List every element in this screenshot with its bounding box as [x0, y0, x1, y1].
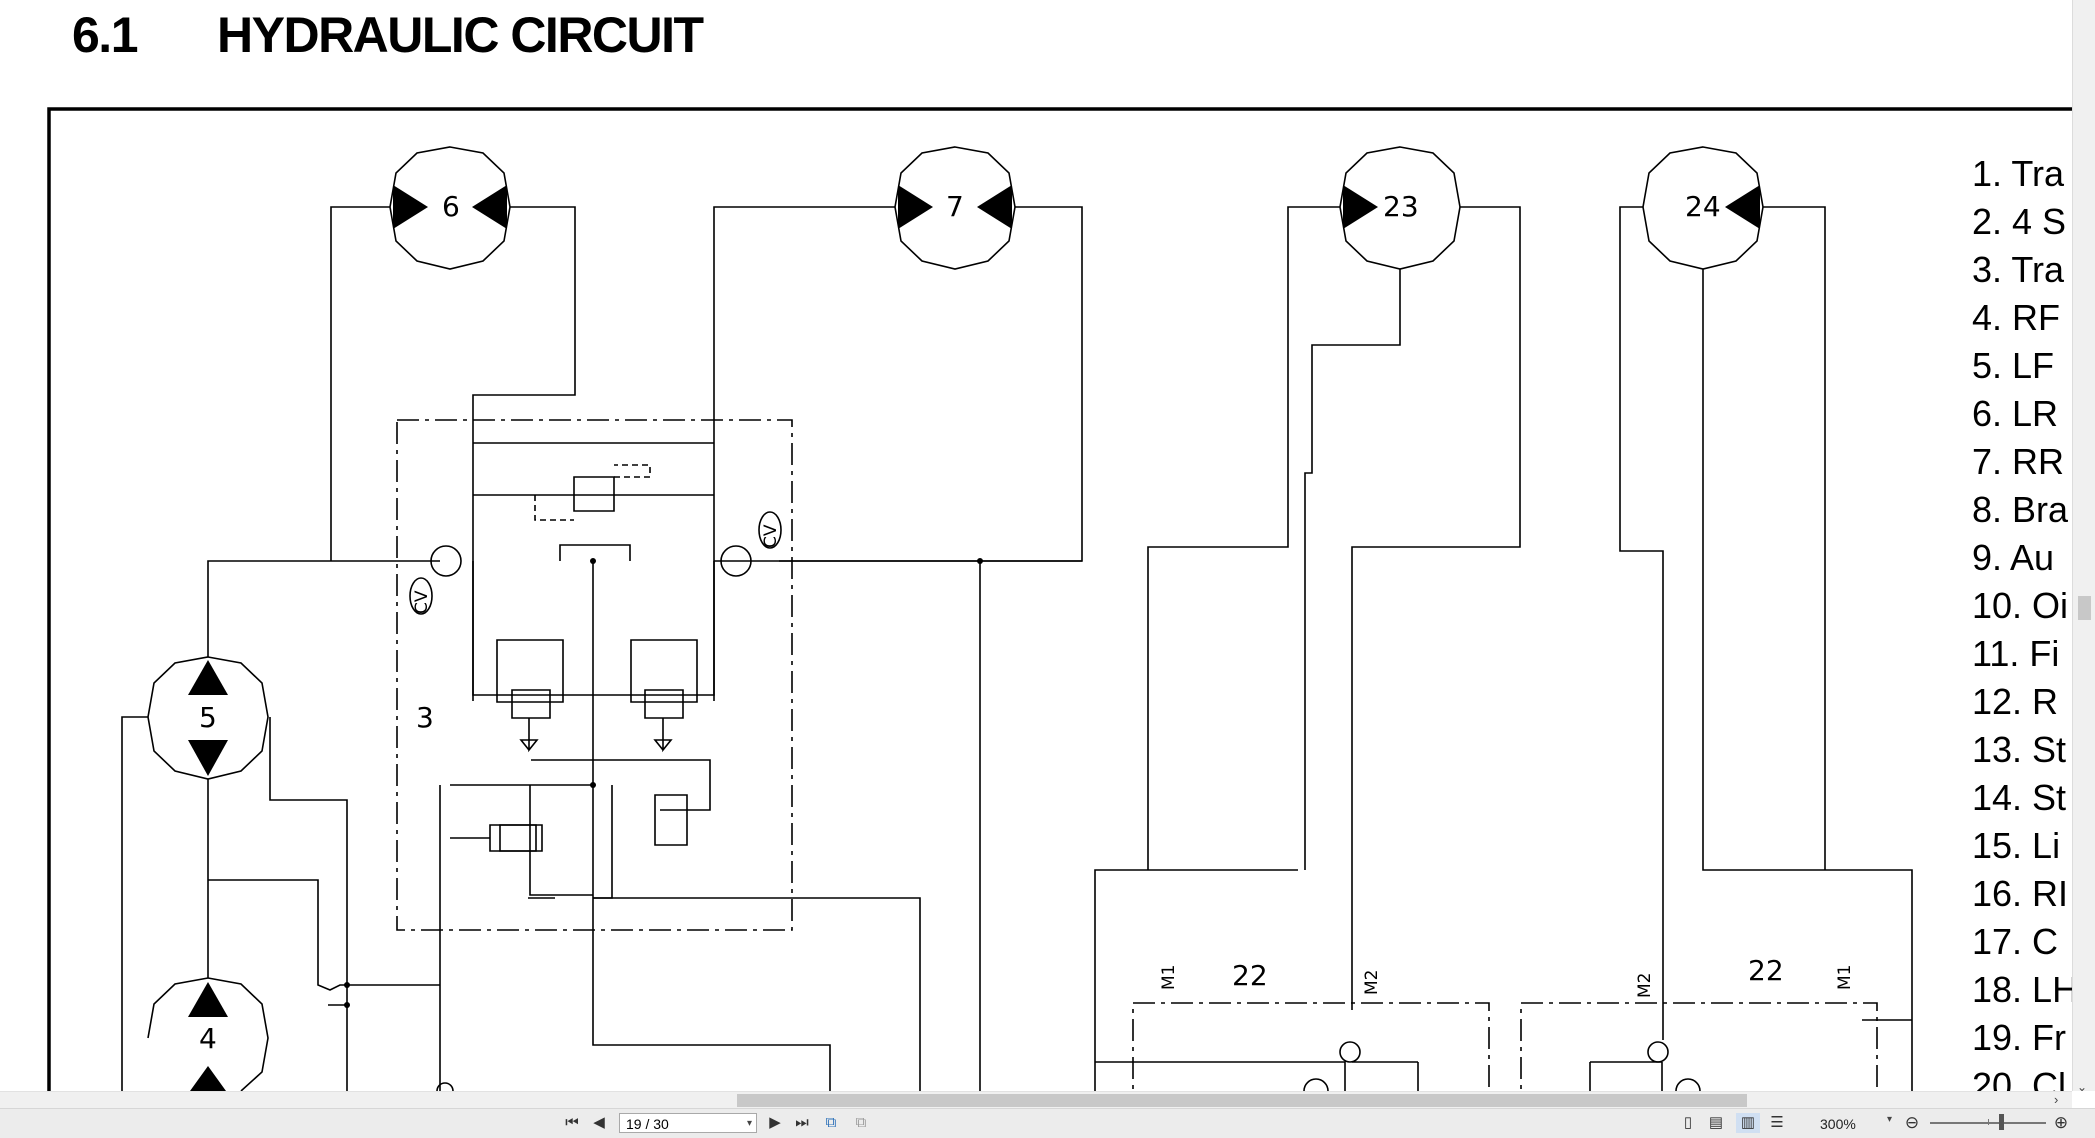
next-page-icon[interactable]: ▶ — [769, 1114, 781, 1131]
motor-6-symbol — [390, 147, 510, 269]
legend-item: 15. Li — [1972, 825, 2061, 866]
legend-item: 9. Au — [1972, 537, 2055, 578]
vertical-scroll-thumb[interactable] — [2078, 596, 2091, 620]
component-label-4: 4 — [199, 1022, 217, 1055]
horizontal-scroll-thumb[interactable] — [737, 1094, 1747, 1107]
port-label-m1-left: M1 — [1159, 965, 1179, 990]
chevron-down-icon[interactable]: ▾ — [746, 1118, 752, 1129]
legend-item: 7. RR — [1972, 441, 2065, 482]
zoom-level[interactable]: 300% — [1820, 1116, 1856, 1132]
continuous-view-icon[interactable]: ▤ — [1708, 1114, 1724, 1131]
legend-item: 1. Tra — [1972, 153, 2065, 194]
hydraulic-schematic: 6 7 23 24 5 4 3 CV CV 22 22 M1 M2 M2 M1 — [0, 0, 2072, 1091]
document-viewport[interactable]: 6.1 HYDRAULIC CIRCUIT — [0, 0, 2072, 1091]
zoom-slider-handle[interactable] — [1999, 1114, 2004, 1130]
legend-item: 11. Fi — [1972, 633, 2060, 674]
manifold-label-22-left: 22 — [1232, 959, 1268, 992]
section-number: 6.1 — [72, 7, 139, 63]
horizontal-scrollbar[interactable]: › — [0, 1091, 2072, 1109]
port-label-m2-right: M2 — [1635, 973, 1655, 998]
legend-item: 10. Oi — [1972, 585, 2069, 626]
legend-item: 14. St — [1972, 777, 2067, 818]
port-label-m2-left: M2 — [1362, 970, 1382, 995]
component-label-6: 6 — [442, 190, 460, 223]
scroll-down-arrow-icon[interactable]: ⌄ — [2077, 1080, 2088, 1094]
legend-item: 20. Cl — [1972, 1065, 2067, 1091]
legend-item: 6. LR — [1972, 393, 2059, 434]
manifold-label-22-right: 22 — [1748, 954, 1784, 987]
two-page-continuous-view-icon[interactable]: ☰ — [1770, 1114, 1784, 1131]
pump-4-symbol — [208, 978, 268, 1091]
first-page-icon[interactable]: ⏮ — [565, 1114, 579, 1131]
viewer-status-bar: ⏮ ◀ 19 / 30 ▾ ▶ ⏭ ⧉ ⧉ ▯ ▤ ▥ ☰ 300% ▾ ⊖ ⊕ — [0, 1108, 2095, 1138]
previous-view-icon[interactable]: ⧉ — [825, 1114, 837, 1131]
page-indicator: 19 / 30 — [626, 1116, 669, 1132]
component-label-24: 24 — [1685, 190, 1721, 223]
port-label-m1-right: M1 — [1835, 965, 1855, 990]
page-number-field[interactable]: 19 / 30 ▾ — [619, 1113, 757, 1133]
component-label-23: 23 — [1383, 190, 1419, 223]
legend-item: 12. R — [1972, 681, 2059, 722]
component-label-3: 3 — [416, 701, 434, 734]
component-label-5: 5 — [199, 701, 217, 734]
legend-item: 18. LH — [1972, 969, 2072, 1010]
component-legend: 1. Tra 2. 4 S 3. Tra 4. RF 5. LF 6. LR 7… — [1972, 150, 2072, 1091]
scroll-right-arrow-icon[interactable]: › — [2054, 1092, 2059, 1107]
section-title: HYDRAULIC CIRCUIT — [217, 7, 704, 63]
valve-label-cv-left: CV — [412, 590, 432, 614]
legend-item: 8. Bra — [1972, 489, 2069, 530]
zoom-in-icon[interactable]: ⊕ — [2053, 1113, 2069, 1132]
page-title: 6.1 HYDRAULIC CIRCUIT — [72, 6, 704, 64]
legend-item: 2. 4 S — [1972, 201, 2067, 242]
legend-item: 19. Fr — [1972, 1017, 2067, 1058]
zoom-out-icon[interactable]: ⊖ — [1904, 1113, 1920, 1132]
last-page-icon[interactable]: ⏭ — [795, 1114, 809, 1131]
next-view-icon[interactable]: ⧉ — [855, 1114, 867, 1131]
valve-label-cv-right: CV — [761, 524, 781, 548]
legend-item: 4. RF — [1972, 297, 2061, 338]
zoom-slider-tick — [1988, 1119, 1989, 1125]
legend-item: 16. RI — [1972, 873, 2069, 914]
legend-item: 17. C — [1972, 921, 2059, 962]
vertical-scrollbar[interactable]: ⌄ — [2072, 0, 2095, 1094]
legend-item: 13. St — [1972, 729, 2067, 770]
two-page-view-icon[interactable]: ▥ — [1736, 1113, 1760, 1133]
prev-page-icon[interactable]: ◀ — [593, 1114, 605, 1131]
single-page-view-icon[interactable]: ▯ — [1683, 1114, 1693, 1131]
legend-item: 5. LF — [1972, 345, 2055, 386]
legend-item: 3. Tra — [1972, 249, 2065, 290]
motor-7-symbol — [895, 147, 1015, 269]
zoom-dropdown-chevron-down-icon[interactable]: ▾ — [1887, 1114, 1893, 1125]
component-label-7: 7 — [946, 190, 964, 223]
